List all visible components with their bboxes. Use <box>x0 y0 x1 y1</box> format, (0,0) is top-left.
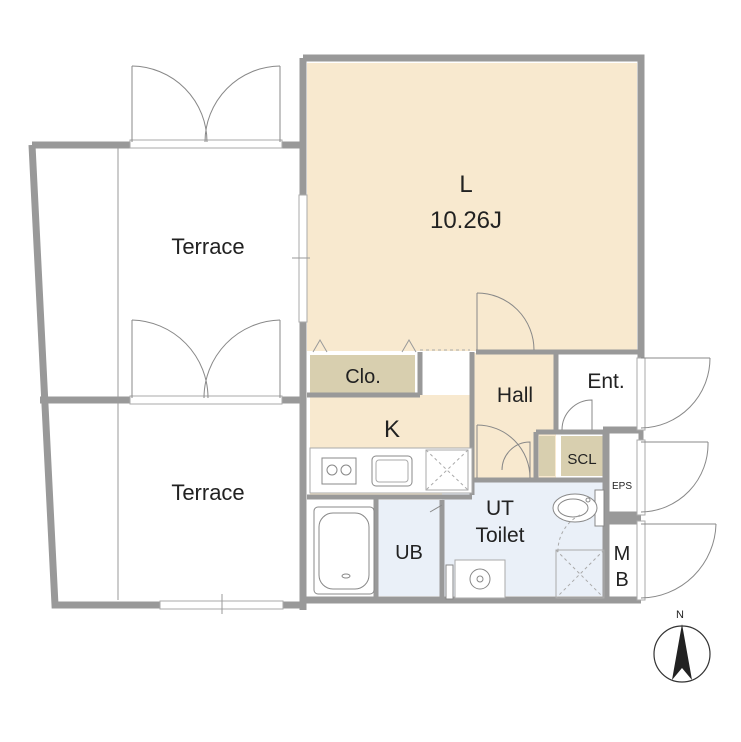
shoe-closet-door[interactable] <box>561 399 593 431</box>
entrance-label: Ent. <box>587 370 624 393</box>
closet-label: Clo. <box>345 366 381 388</box>
closet-fill <box>310 355 415 393</box>
utility-label: UT <box>486 497 514 520</box>
toilet <box>552 489 605 527</box>
toilet-label: Toilet <box>475 524 524 547</box>
living-room-fill <box>307 63 637 351</box>
living-size: 10.26J <box>430 207 502 234</box>
shoe-closet-small-fill <box>539 436 555 476</box>
eps-label: EPS <box>612 481 632 492</box>
storage-shelf <box>555 549 605 599</box>
bath-fill <box>378 500 440 596</box>
kitchen-counter <box>309 447 473 494</box>
hall-label: Hall <box>497 384 533 407</box>
terrace-top-label: Terrace <box>171 234 244 259</box>
living-door[interactable] <box>476 292 535 351</box>
terrace-middle-doors[interactable] <box>129 319 283 405</box>
unit-bath-label: UB <box>395 542 423 564</box>
north-label: N <box>676 609 684 621</box>
meter-box-label-top: M <box>614 543 631 565</box>
compass: N <box>653 609 711 683</box>
terrace-top-doors[interactable] <box>129 65 283 149</box>
shoe-closet-label: SCL <box>567 451 596 468</box>
fridge-space <box>425 449 469 491</box>
kitchen-label: K <box>384 416 400 443</box>
shoe-closet-fill <box>561 436 605 476</box>
eps-door[interactable] <box>636 439 709 516</box>
meter-box-label-bottom: B <box>615 569 628 591</box>
hall-lower-door[interactable] <box>476 424 531 479</box>
washer-space <box>445 559 506 600</box>
stove <box>321 457 357 485</box>
living-label: L <box>459 171 472 198</box>
entrance-door[interactable] <box>636 357 711 431</box>
mb-door[interactable] <box>636 520 717 601</box>
kitchen-sink <box>371 455 413 487</box>
terrace-bottom-label: Terrace <box>171 480 244 505</box>
bathtub <box>313 506 375 595</box>
